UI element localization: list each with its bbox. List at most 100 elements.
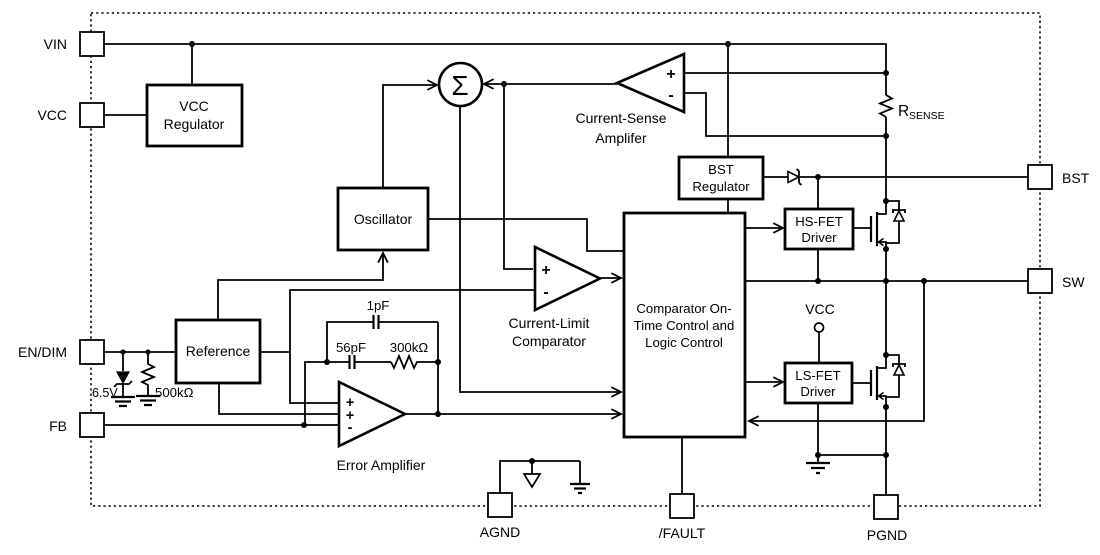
res-300k-label: 300kΩ [390,340,429,355]
pin-agnd [487,492,513,518]
pin-vin [79,31,105,57]
junction-dot [324,359,330,365]
bst-diode-bar [795,168,803,186]
ground-500k [136,394,160,407]
wire-vin-rail [104,43,887,95]
wire-ref-to-climit-minus [289,289,535,404]
labels: VIN VCC EN/DIM FB AGND /FAULT PGND BST S… [18,36,1090,543]
current-limit-label-1: Current-Limit [509,315,590,331]
bst-regulator-label-1: BST [708,162,734,177]
ground-agnd-earth [570,482,590,495]
junction-dot [189,41,195,47]
junction-dot [883,198,889,204]
pin-label-en-dim: EN/DIM [18,344,67,360]
zener-diode [115,371,131,385]
hs-fet-driver-label-2: Driver [801,230,837,245]
junction-dots [120,41,927,464]
ls-bodydiode-top [886,354,900,364]
wire-cap1p-left [326,321,373,362]
ls-fet-driver-label-1: LS-FET [795,368,840,383]
error-amplifier-symbol [337,379,408,449]
wire-compnet-left-leg [304,361,327,425]
sigma-symbol: Σ [451,70,468,101]
block-hs-fet-driver [783,207,855,251]
hs-fet-arrow [877,237,884,247]
junction-dot [883,70,889,76]
ls-fet-source [877,395,887,407]
current-limit-label-2: Comparator [512,333,586,349]
wire-cs-to-climit-plus [503,84,533,270]
wire-lsdriver-gnd [817,403,886,456]
cs-plus-sign: + [666,66,675,83]
ic-boundary [90,12,1041,507]
ground-symbols [111,394,830,495]
pin-label-fb: FB [49,418,67,434]
pin-label-vin: VIN [44,36,67,52]
vcc-regulator-label-2: Regulator [164,116,225,132]
block-reference [174,318,262,385]
ground-agnd-triangle [522,473,542,489]
pin-pgnd [873,494,899,520]
junction-dot [815,452,821,458]
climit-plus-sign: + [541,262,550,279]
en-resistor-label: 500kΩ [155,385,194,400]
reference-label: Reference [186,343,251,359]
junction-dot [883,278,889,284]
hs-bodydiode-bottom [886,221,900,244]
block-oscillator [336,186,430,252]
junction-dot [501,81,507,87]
junction-dot [120,349,126,355]
pin-label-fault: /FAULT [659,525,706,541]
climit-minus-sign: - [543,284,548,301]
junction-dot [435,411,441,417]
junction-dot [725,41,731,47]
cap-56pf-label: 56pF [336,340,366,355]
resistor-500k [139,352,157,396]
ground-zener [111,395,135,408]
junction-dot [145,349,151,355]
current-sense-amplifier-symbol [613,52,686,114]
oscillator-label: Oscillator [354,211,413,227]
junction-dot [921,278,927,284]
junction-dot [883,352,889,358]
pin-fb [79,412,105,438]
cap-1pf-label: 1pF [367,298,390,313]
vcc-node-label: VCC [805,301,835,317]
capacitor-1pf [372,315,380,329]
pin-label-pgnd: PGND [867,527,907,543]
wire-cs-minus-input [684,92,886,137]
junction-dot [815,174,821,180]
ls-fet-drain [877,355,887,369]
block-ls-fet-driver [783,361,854,405]
zener-cathode-bar [113,380,133,388]
wire-sum-to-control [459,106,624,398]
erramp-minus-sign: - [348,420,353,436]
junction-dot [883,404,889,410]
resistor-rsense [877,94,895,118]
pin-vcc [79,102,105,128]
pin-bst [1027,164,1053,190]
wire-agnd [499,460,580,493]
junction-dot [529,458,535,464]
wire-sw-feedback [746,281,925,427]
pin-label-bst: BST [1062,170,1090,186]
erramp-plus1-sign: + [346,395,354,411]
pin-en-dim [79,339,105,365]
discrete-symbols [113,168,906,407]
ls-bodydiode-bottom [886,375,900,398]
pin-label-vcc: VCC [37,107,67,123]
hs-bodydiode [892,209,906,222]
block-bst-regulator [677,155,765,201]
vcc-node-circle [813,322,825,333]
error-amplifier-label: Error Amplifier [337,457,426,473]
capacitor-56pf [348,355,356,369]
ground-lsdriver [806,461,830,475]
current-limit-comparator-symbol [533,244,603,313]
resistor-300k [390,353,438,371]
pin-label-agnd: AGND [480,524,520,540]
wire-osc-output [428,218,624,252]
junction-dot [815,278,821,284]
control-label-3: Logic Control [645,335,723,350]
